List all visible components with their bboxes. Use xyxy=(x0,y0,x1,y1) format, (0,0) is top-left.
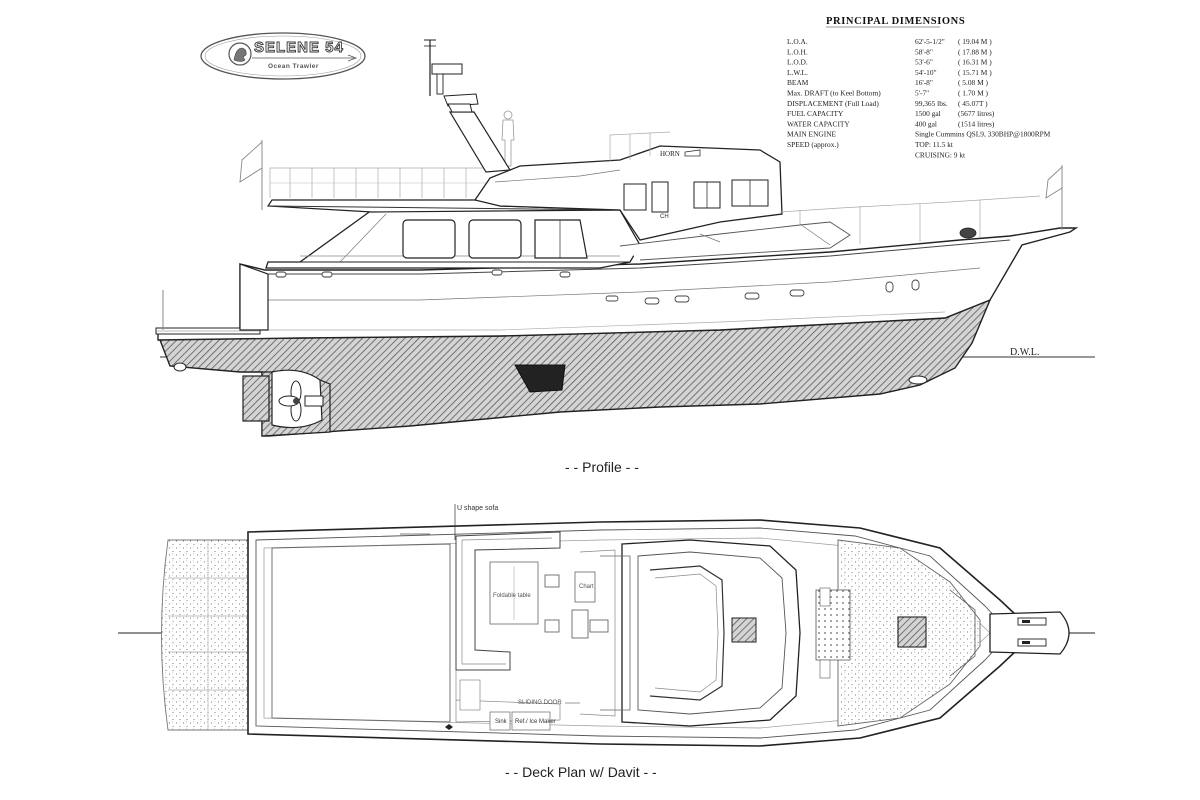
dwl-label: D.W.L. xyxy=(1010,347,1039,358)
dimension-label: SPEED (approx.) xyxy=(787,140,839,149)
sofa-callout: U shape sofa xyxy=(457,505,498,512)
salon-area xyxy=(445,531,609,731)
profile-caption: - - Profile - - xyxy=(565,459,639,475)
foredeck xyxy=(815,539,981,727)
dimension-metric: ( 45.07T ) xyxy=(958,99,988,108)
dimension-metric: ( 17.88 M ) xyxy=(958,47,992,56)
table-callout: Foldable table xyxy=(493,593,531,599)
profile-view: D.W.L. xyxy=(155,39,1095,475)
aft-deck xyxy=(271,543,451,723)
dimension-label: L.O.H. xyxy=(787,47,808,56)
hull-portholes xyxy=(275,269,920,305)
dimension-imperial: 1500 gal xyxy=(915,109,941,118)
sliding-door-callout: SLIDING DOOR xyxy=(518,700,562,706)
dimension-label: WATER CAPACITY xyxy=(787,119,850,128)
dimension-imperial: CRUISING: 9 kt xyxy=(915,150,966,159)
salon-windows xyxy=(402,219,588,259)
radar-mast xyxy=(424,39,512,173)
dimension-imperial: 53'-6" xyxy=(915,58,933,67)
dimension-imperial: 62'-5-1/2" xyxy=(915,37,945,46)
u-shape-sofa xyxy=(455,531,561,671)
deck-plan-view: U shape sofa Foldable table Chart SLIDIN… xyxy=(118,504,1095,780)
hatch-icon xyxy=(731,617,757,643)
deck-plan-caption: - - Deck Plan w/ Davit - - xyxy=(505,764,657,780)
forward-hatch-icon xyxy=(897,616,927,648)
hull-topsides xyxy=(157,227,1079,341)
dimension-metric: ( 1.70 M ) xyxy=(958,89,989,98)
anchor-roller-icon xyxy=(1017,617,1047,626)
principal-dimensions: PRINCIPAL DIMENSIONS L.O.A. 62'-5-1/2" ( 1… xyxy=(787,16,1051,159)
logo-subtitle: Ocean Trawler xyxy=(268,63,319,70)
dimension-label: FUEL CAPACITY xyxy=(787,109,844,118)
dimension-imperial: 400 gal xyxy=(915,119,937,128)
propeller-icon xyxy=(242,369,324,429)
bow-pulpit xyxy=(989,611,1070,655)
ch-label: CH xyxy=(660,214,669,220)
fridge-callout: Ref./ Ice Maker xyxy=(515,719,556,725)
bow-rail xyxy=(779,195,1041,244)
dimension-imperial: 99,365 lbs. xyxy=(915,99,948,108)
logo-title: SELENE 54 xyxy=(254,39,344,56)
bow-thruster xyxy=(908,375,928,385)
horn-icon xyxy=(684,149,701,157)
dimension-imperial: Single Cummins QSL9, 330BHP@1800RPM xyxy=(915,130,1051,139)
dimension-label: BEAM xyxy=(787,78,809,87)
helmsman-emblem-icon xyxy=(228,42,252,66)
dimension-label: L.O.D. xyxy=(787,58,808,67)
dimension-label: L.W.L. xyxy=(787,68,808,77)
person-figure-icon xyxy=(501,110,515,167)
dimension-imperial: 54'-10" xyxy=(915,68,937,77)
dimension-imperial: 58'-8" xyxy=(915,47,933,56)
dimension-label: L.O.A. xyxy=(787,37,808,46)
sink-callout: Sink xyxy=(495,719,508,725)
swim-platform xyxy=(161,539,251,731)
bow-flag-icon xyxy=(1045,165,1063,230)
dimension-metric: ( 19.04 M ) xyxy=(958,37,992,46)
flybridge xyxy=(579,539,801,727)
stabilizer-fin xyxy=(514,364,566,393)
dimension-metric: ( 15.71 M ) xyxy=(958,68,992,77)
stern-flag-icon xyxy=(239,140,263,210)
aft-rails xyxy=(269,167,500,198)
dimension-imperial: TOP: 11.5 kt xyxy=(915,140,954,149)
dimension-metric: (5677 litres) xyxy=(958,109,995,118)
dimension-metric: (1514 litres) xyxy=(958,119,995,128)
anchor-roller-icon-2 xyxy=(1017,638,1047,647)
pilothouse-windows xyxy=(623,179,769,213)
dimension-label: MAIN ENGINE xyxy=(787,130,837,139)
horn-label: HORN xyxy=(660,150,680,158)
chart-callout: Chart xyxy=(579,584,594,590)
dimension-metric: ( 5.08 M ) xyxy=(958,78,989,87)
dimension-metric: ( 16.31 M ) xyxy=(958,58,992,67)
dimension-label: DISPLACEMENT (Full Load) xyxy=(787,99,879,108)
dimension-imperial: 16'-8" xyxy=(915,78,933,87)
anchor-icon xyxy=(959,227,977,239)
logo: SELENE 54 Ocean Trawler xyxy=(200,32,366,80)
dimension-label: Max. DRAFT (to Keel Bottom) xyxy=(787,89,881,98)
dimension-imperial: 5'-7" xyxy=(915,89,929,98)
dimensions-title: PRINCIPAL DIMENSIONS xyxy=(826,16,965,27)
